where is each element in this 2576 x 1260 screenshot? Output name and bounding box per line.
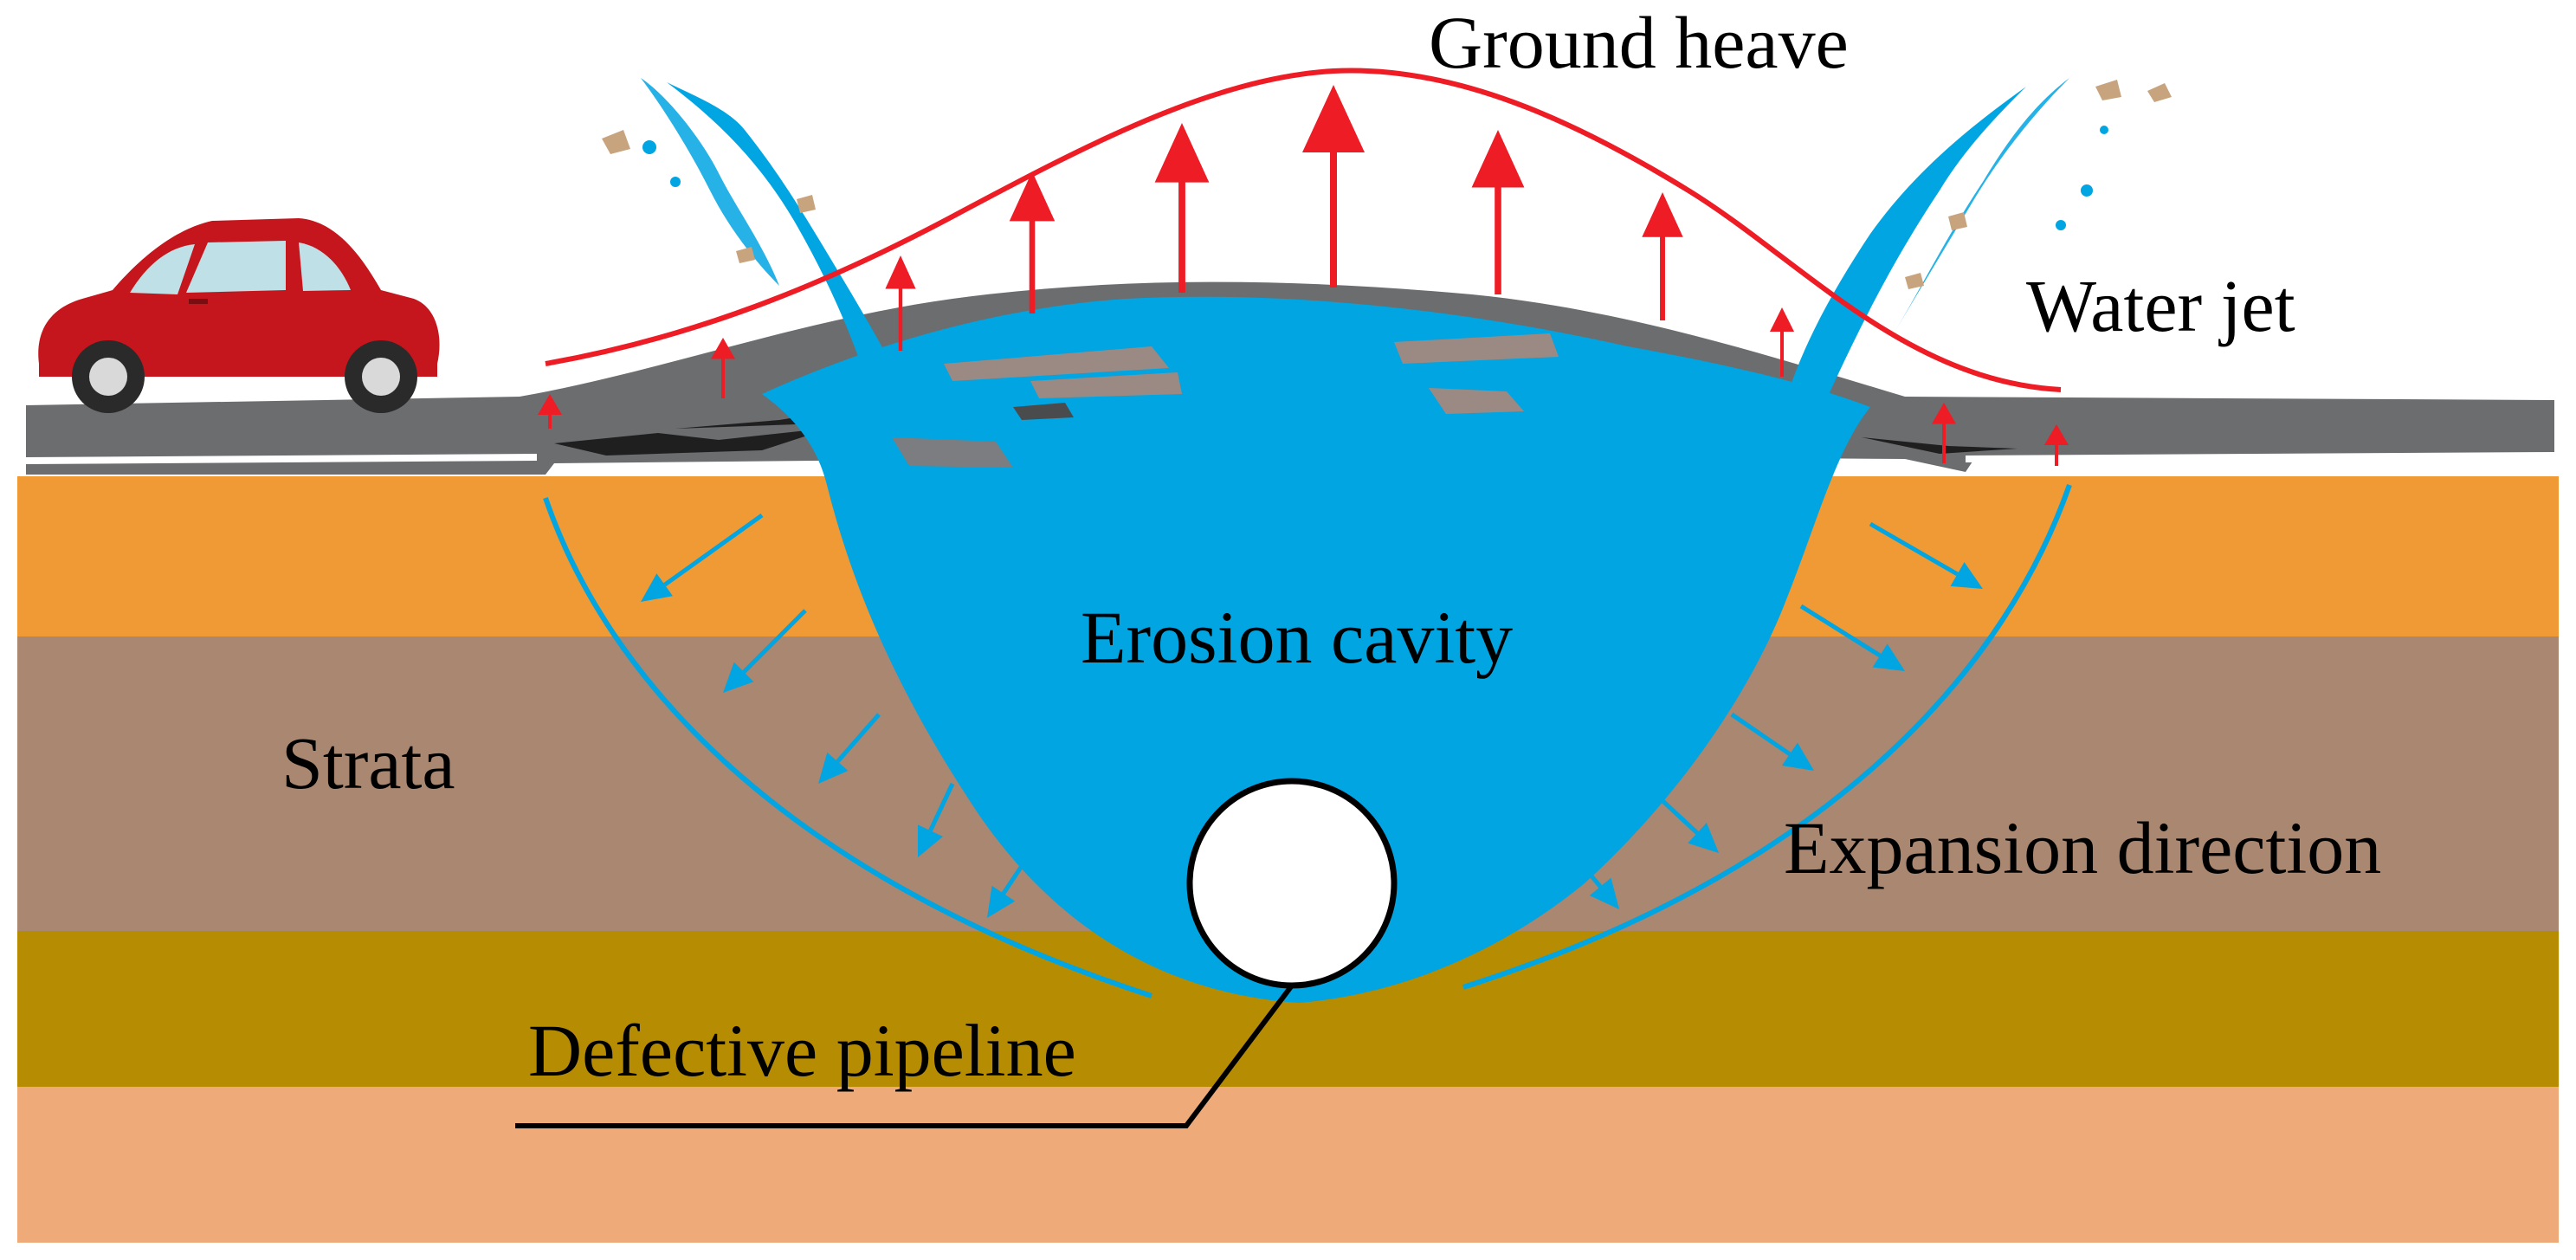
heave-arrow-head xyxy=(1471,130,1525,188)
expansion-boundary-right xyxy=(1462,484,2072,990)
expansion-arrow-head xyxy=(818,752,849,784)
car-window-rear xyxy=(130,244,195,294)
expansion-arrow-shaft xyxy=(1001,851,1033,895)
expansion-arrow-shaft xyxy=(742,609,807,674)
expansion-arrow-shaft xyxy=(1799,604,1882,658)
expansion-arrow-shaft xyxy=(1730,712,1792,756)
water-jet-right xyxy=(1784,87,2026,407)
expansion-arrow-shaft xyxy=(1656,795,1699,835)
water-jet-left-spray xyxy=(641,78,779,286)
road-fragment xyxy=(944,346,1169,381)
water-jets xyxy=(602,78,2172,407)
expansion-arrow-shaft xyxy=(1869,521,1959,577)
car-icon xyxy=(38,218,440,413)
car-window-back xyxy=(299,242,351,291)
car-body xyxy=(38,218,440,377)
road-fragment xyxy=(1394,333,1559,364)
heave-arrow-head xyxy=(885,255,916,289)
expansion-arrow-shaft xyxy=(663,513,764,587)
water-jet-label: Water jet xyxy=(2026,264,2295,347)
expansion-arrow-head xyxy=(723,662,754,693)
expansion-arrow-shaft xyxy=(1574,856,1603,888)
expansion-boundaries xyxy=(543,484,2072,998)
erosion-cavity xyxy=(762,296,1870,1004)
water-droplet xyxy=(2081,184,2093,197)
heave-arrow-head xyxy=(1009,171,1056,222)
debris-fragment xyxy=(736,247,755,263)
water-droplet xyxy=(2100,126,2108,134)
expansion-boundary-left xyxy=(543,497,1152,998)
expansion-direction-label: Expansion direction xyxy=(1784,806,2381,889)
expansion-arrow-head xyxy=(1781,742,1814,771)
road-fragment xyxy=(1429,388,1524,414)
debris-fragment xyxy=(1948,212,1967,230)
road-fragment xyxy=(1030,372,1182,398)
defective-pipeline-label: Defective pipeline xyxy=(528,1009,1076,1092)
heave-arrow-head xyxy=(1154,123,1210,183)
heave-arrow-head xyxy=(1302,85,1365,152)
ground-heave-curve xyxy=(545,68,2062,392)
debris-fragment xyxy=(2095,80,2121,100)
defective-pipeline xyxy=(515,778,1398,1128)
heave-arrow-head xyxy=(1642,192,1683,237)
expansion-arrow-head xyxy=(987,885,1016,918)
expansion-arrow-head xyxy=(1589,877,1619,909)
expansion-arrows xyxy=(641,513,1983,918)
heave-arrow-head xyxy=(2044,424,2069,445)
road-white-line-right xyxy=(1965,452,2555,462)
car-hubcap-rear xyxy=(89,358,127,396)
expansion-arrow-head xyxy=(1950,562,1983,589)
heave-arrow-head xyxy=(1932,403,1956,424)
heave-arrows xyxy=(538,85,2069,466)
strata-label: Strata xyxy=(281,721,455,804)
expansion-arrow-head xyxy=(641,573,673,602)
heave-arrow-head xyxy=(1770,307,1794,332)
water-droplet xyxy=(642,140,656,154)
debris-fragment xyxy=(797,195,816,213)
water-droplet xyxy=(2056,220,2066,230)
expansion-arrow-head xyxy=(1872,643,1905,671)
car-window-front xyxy=(186,241,286,293)
heave-arrow-head xyxy=(711,338,735,359)
expansion-arrow-head xyxy=(918,824,943,857)
pipe-icon xyxy=(1186,778,1398,989)
pipeline-leader-line xyxy=(515,984,1294,1128)
ground-heave-label: Ground heave xyxy=(1429,1,1849,84)
car-hubcap-front xyxy=(362,358,400,396)
debris-fragment xyxy=(1905,273,1924,289)
erosion-cavity-label: Erosion cavity xyxy=(1081,596,1513,679)
road-fragment xyxy=(1013,403,1074,420)
road-crack xyxy=(1862,437,2018,454)
expansion-arrow-head xyxy=(1688,823,1719,853)
debris-fragment xyxy=(602,130,630,154)
stratum-peach xyxy=(17,1087,2559,1243)
cavity-water xyxy=(762,296,1870,1004)
debris-fragment xyxy=(2147,83,2172,102)
expansion-arrow-shaft xyxy=(928,782,955,832)
expansion-arrow-shaft xyxy=(836,713,881,764)
road-crack xyxy=(554,428,831,456)
car-door-handle xyxy=(189,299,208,304)
water-jet-left xyxy=(667,82,909,407)
road-white-line-left xyxy=(25,454,538,464)
heave-arrow-head xyxy=(538,394,562,415)
road-fragment xyxy=(892,437,1013,468)
water-droplet xyxy=(670,177,681,187)
